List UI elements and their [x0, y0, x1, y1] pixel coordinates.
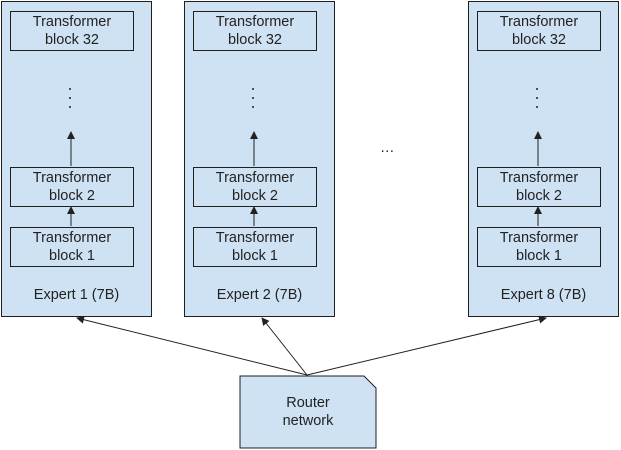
expert-label: Expert 2 (7B): [216, 287, 303, 303]
internal-arrows: [67, 131, 542, 226]
expert-label: Expert 1 (7B): [33, 287, 120, 303]
transformer-block-32: Transformer block 32: [10, 11, 134, 51]
expert-2-panel: Transformer block 32 Transformer block 2…: [184, 1, 335, 317]
transformer-block-1: Transformer block 1: [477, 227, 601, 267]
more-experts-ellipsis: …: [380, 140, 396, 156]
transformer-block-2: Transformer block 2: [10, 167, 134, 207]
continuation-dots: [534, 88, 540, 128]
continuation-dots: [250, 88, 256, 128]
continuation-dots: [67, 88, 73, 128]
router-network-shape: [239, 375, 377, 449]
transformer-block-2: Transformer block 2: [193, 167, 317, 207]
arrow-router-to-expert-2: [261, 317, 308, 376]
router-arrows: [76, 315, 547, 376]
transformer-block-2: Transformer block 2: [477, 167, 601, 207]
arrow-router-to-expert-1: [76, 315, 308, 376]
transformer-block-32: Transformer block 32: [477, 11, 601, 51]
expert-8-panel: Transformer block 32 Transformer block 2…: [468, 1, 619, 317]
expert-label: Expert 8 (7B): [500, 287, 587, 303]
expert-1-panel: Transformer block 32 Transformer block 2…: [1, 1, 152, 317]
arrow-router-to-expert-8: [306, 315, 547, 376]
router-network-label: Router network: [282, 395, 334, 429]
transformer-block-1: Transformer block 1: [193, 227, 317, 267]
transformer-block-1: Transformer block 1: [10, 227, 134, 267]
transformer-block-32: Transformer block 32: [193, 11, 317, 51]
